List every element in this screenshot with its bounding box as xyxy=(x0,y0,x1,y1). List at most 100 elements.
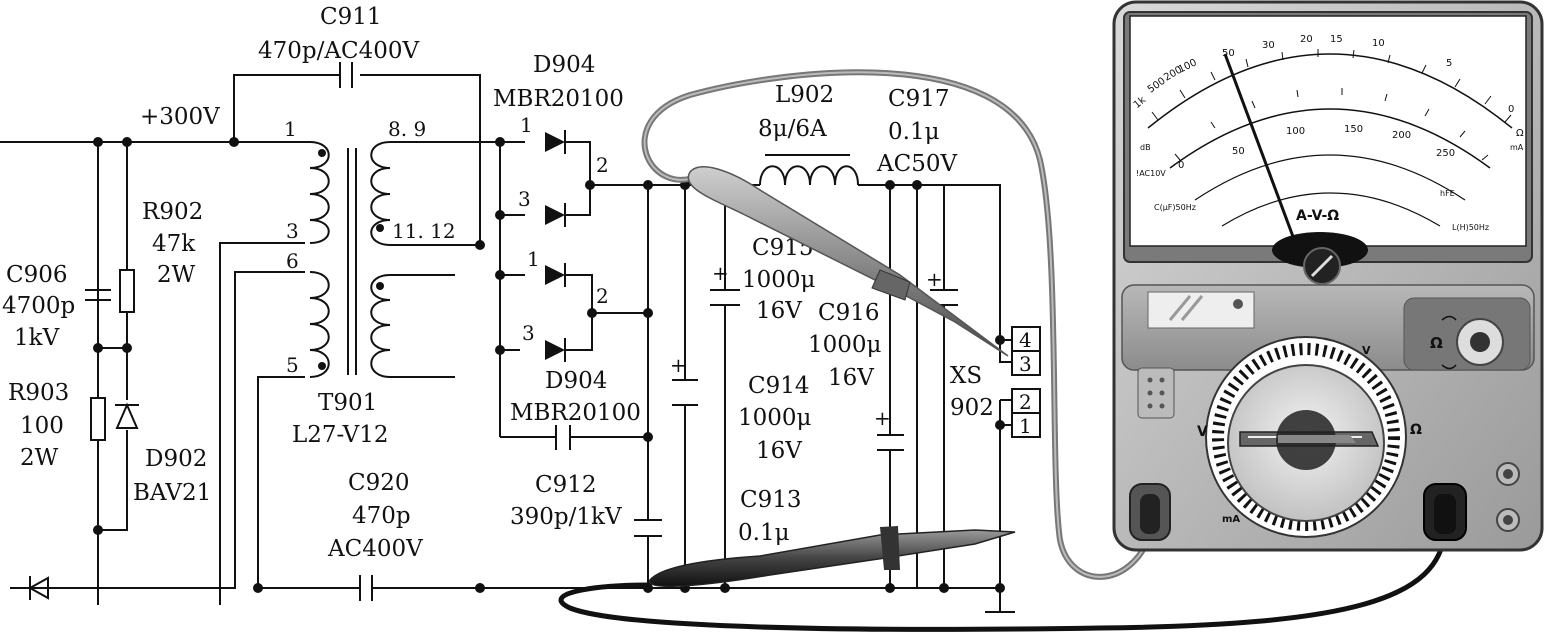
c911-name: C911 xyxy=(320,4,382,30)
dial-omega-right: Ω xyxy=(1410,422,1422,438)
d904-bot-name: D904 xyxy=(545,368,607,394)
svg-text:+: + xyxy=(670,353,687,377)
c906-name: C906 xyxy=(6,262,68,288)
c915-voltage: 16V xyxy=(756,298,802,324)
c913-name: C913 xyxy=(740,487,802,513)
c914-voltage: 16V xyxy=(756,438,802,464)
c912-value: 390p/1kV xyxy=(510,504,622,530)
red-probe[interactable] xyxy=(687,166,1009,357)
c911-value: 470p/AC400V xyxy=(258,38,419,64)
component-labels: C911 470p/AC400V +300V R902 47k 2W C906 … xyxy=(2,4,994,562)
c914-name: C914 xyxy=(748,373,810,399)
ohm-tick-30: 30 xyxy=(1262,40,1275,51)
xs-number: 902 xyxy=(950,395,994,421)
volt-tick-250: 250 xyxy=(1436,148,1455,159)
pin-d1b: 1 xyxy=(527,247,540,271)
c906-value: 4700p xyxy=(2,293,75,319)
transistor-socket[interactable] xyxy=(1137,367,1175,419)
pin-d3b: 3 xyxy=(522,321,535,345)
ohm-tick-15: 15 xyxy=(1330,34,1343,45)
c916-name: C916 xyxy=(818,300,880,326)
hfe-label: hFE xyxy=(1440,189,1455,198)
pin-t1112: 11. 12 xyxy=(392,219,456,243)
meter-brand: A-V-Ω xyxy=(1296,208,1339,224)
c906-voltage: 1kV xyxy=(14,325,60,351)
c916-value: 1000μ xyxy=(808,332,882,358)
c917-voltage: AC50V xyxy=(876,151,957,177)
c920-voltage: AC400V xyxy=(327,536,423,562)
pin-d1a: 1 xyxy=(520,113,533,137)
r903-name: R903 xyxy=(8,380,69,406)
ohm-tick-10: 10 xyxy=(1372,38,1385,49)
xs-name: XS xyxy=(950,363,982,389)
d904-top-name: D904 xyxy=(533,52,595,78)
volt-tick-100: 100 xyxy=(1286,126,1305,137)
multimeter: 1k 500 200 100 50 30 20 15 10 5 0 0 50 1… xyxy=(1112,0,1544,552)
junction-dots xyxy=(93,137,1005,593)
ohm-tick-5: 5 xyxy=(1446,58,1452,69)
cap-label: C(μF)50Hz xyxy=(1154,203,1196,212)
scale-ticks xyxy=(1151,49,1512,161)
l902-value: 8μ/6A xyxy=(758,116,827,142)
pin-t89: 8. 9 xyxy=(388,117,426,141)
pin-t3: 3 xyxy=(286,219,299,243)
dial-v-left: V xyxy=(1197,424,1208,440)
d902-name: D902 xyxy=(145,446,207,472)
pin-x4: 4 xyxy=(1019,328,1032,352)
r902-name: R902 xyxy=(142,199,203,225)
ohm-tick-20: 20 xyxy=(1300,34,1313,45)
black-test-lead xyxy=(558,529,1448,632)
c917-value: 0.1μ xyxy=(888,119,940,145)
ma-scale-label: mA xyxy=(1510,143,1524,152)
ohm-tick-0: 0 xyxy=(1508,104,1514,115)
meter-needle xyxy=(1223,53,1300,251)
dial-v-top: V xyxy=(1362,344,1371,357)
c912-name: C912 xyxy=(535,472,597,498)
pin-t1: 1 xyxy=(284,117,297,141)
d904-top-type: MBR20100 xyxy=(493,86,624,112)
c915-value: 1000μ xyxy=(742,267,816,293)
ohm-tick-50: 50 xyxy=(1222,48,1235,59)
c914-value: 1000μ xyxy=(738,405,812,431)
pin-t5: 5 xyxy=(286,353,299,377)
volt-tick-50: 50 xyxy=(1232,146,1245,157)
voltage-300v: +300V xyxy=(140,104,220,130)
schematic-wiring xyxy=(0,62,1015,613)
c916-voltage: 16V xyxy=(828,365,874,391)
r902-power: 2W xyxy=(157,262,196,288)
r903-power: 2W xyxy=(20,445,59,471)
t901-name: T901 xyxy=(318,390,377,416)
pin-d2a: 2 xyxy=(596,153,609,177)
r903-value: 100 xyxy=(20,413,64,439)
inductor-l902 xyxy=(759,154,859,186)
pin-x1: 1 xyxy=(1019,414,1032,438)
c920-name: C920 xyxy=(348,470,410,496)
black-probe[interactable] xyxy=(649,526,1016,588)
r902-value: 47k xyxy=(152,231,196,257)
pin-x2: 2 xyxy=(1019,390,1032,414)
ohm-knob-label: Ω xyxy=(1430,334,1443,352)
d902-type: BAV21 xyxy=(133,480,211,506)
l902-name: L902 xyxy=(775,82,834,108)
c920-value: 470p xyxy=(352,503,411,529)
ind-label: L(H)50Hz xyxy=(1452,223,1489,232)
acv-label: !AC10V xyxy=(1136,169,1166,178)
diode-symbols xyxy=(27,130,566,600)
svg-text:+: + xyxy=(926,267,943,291)
svg-text:+: + xyxy=(874,406,891,430)
dial-ma-bottom: mA xyxy=(1222,514,1240,525)
pin-labels: 1 3 6 5 8. 9 11. 12 1 3 2 1 3 2 4 3 2 1 xyxy=(284,113,1032,438)
d904-bot-type: MBR20100 xyxy=(510,400,641,426)
db-label: dB xyxy=(1140,143,1151,152)
c913-value: 0.1μ xyxy=(738,520,790,546)
pin-d2b: 2 xyxy=(596,284,609,308)
pin-x3: 3 xyxy=(1019,352,1032,376)
t901-type: L27-V12 xyxy=(292,422,389,448)
volt-tick-200: 200 xyxy=(1392,130,1411,141)
pin-d3a: 3 xyxy=(518,187,531,211)
resistor-symbols xyxy=(90,269,135,441)
red-test-lead xyxy=(641,69,1153,580)
svg-text:+: + xyxy=(712,261,729,285)
c917-name: C917 xyxy=(888,86,950,112)
